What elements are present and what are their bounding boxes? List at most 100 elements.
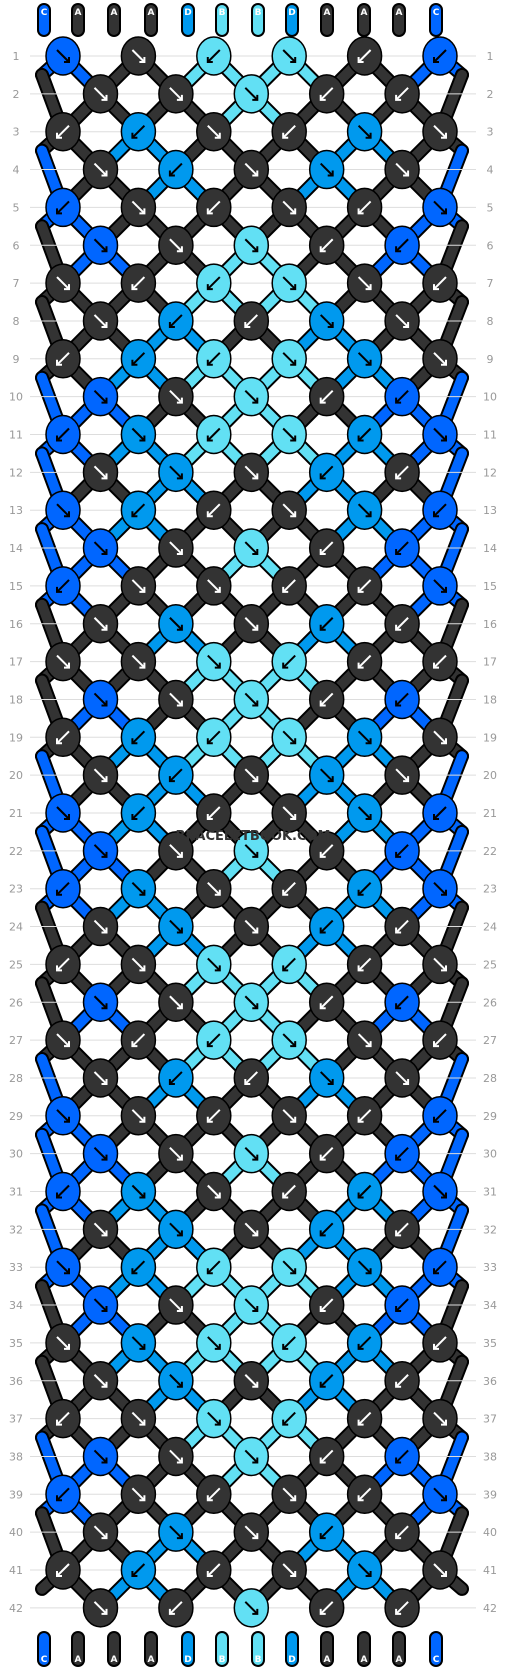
knot: [422, 490, 458, 530]
row-number-right: 19: [483, 731, 497, 744]
knot: [346, 793, 383, 833]
arrow-down-left-icon: [357, 427, 372, 442]
knot: [196, 1323, 232, 1363]
arrow-down-left-icon: [357, 881, 372, 896]
knot: [233, 149, 270, 190]
arrow-down-left-icon: [206, 730, 221, 745]
arrow-down-right-icon: [433, 124, 447, 139]
arrow-down-left-icon: [282, 1336, 296, 1350]
arrow-down-right-icon: [282, 503, 297, 518]
arrow-down-right-icon: [433, 730, 447, 745]
arrow-down-right-icon: [244, 1525, 259, 1540]
knot: [45, 339, 81, 379]
bottom-string-label: A: [324, 1655, 331, 1665]
arrow-down-right-icon: [169, 692, 183, 707]
row-number-right: 5: [487, 201, 494, 214]
top-string-label: D: [184, 8, 191, 18]
knot: [45, 1171, 81, 1212]
arrow-down-right-icon: [169, 844, 183, 858]
arrow-down-left-icon: [206, 1260, 221, 1275]
arrow-down-right-icon: [207, 124, 221, 139]
knot: [308, 679, 345, 720]
arrow-down-left-icon: [56, 200, 70, 215]
knot: [82, 1361, 119, 1401]
arrow-down-right-icon: [244, 87, 259, 101]
arrow-down-right-icon: [93, 162, 108, 177]
knot: [308, 906, 345, 947]
arrow-down-left-icon: [206, 49, 221, 63]
arrow-down-right-icon: [169, 238, 183, 253]
arrow-down-right-icon: [207, 957, 221, 972]
arrow-down-right-icon: [319, 768, 334, 783]
arrow-down-right-icon: [131, 1336, 146, 1350]
row-number-right: 11: [483, 429, 497, 442]
knot: [308, 604, 345, 644]
arrow-down-left-icon: [357, 654, 372, 669]
arrow-down-right-icon: [319, 314, 334, 328]
arrow-down-left-icon: [395, 844, 409, 858]
arrow-down-left-icon: [56, 957, 70, 972]
row-number-left: 22: [9, 845, 23, 858]
arrow-down-left-icon: [319, 844, 334, 858]
knot: [384, 679, 420, 720]
row-number-left: 23: [9, 883, 23, 896]
knot: [196, 111, 232, 152]
arrow-down-right-icon: [93, 238, 108, 253]
knot: [233, 376, 270, 417]
arrow-down-left-icon: [357, 1184, 372, 1199]
knot: [233, 74, 270, 114]
knot: [196, 36, 232, 76]
knot: [120, 414, 157, 455]
row-number-right: 4: [487, 164, 494, 177]
knot: [384, 74, 420, 114]
knot: [346, 1171, 383, 1212]
row-number-left: 32: [9, 1223, 23, 1236]
row-number-left: 20: [9, 769, 23, 782]
arrow-down-right-icon: [282, 427, 297, 442]
arrow-down-right-icon: [282, 1487, 297, 1502]
knot: [422, 717, 458, 758]
knot: [158, 1361, 194, 1401]
knot: [158, 831, 194, 871]
knot: [422, 1398, 458, 1439]
bottom-string-label: D: [288, 1655, 295, 1665]
arrow-down-left-icon: [56, 124, 70, 139]
row-number-right: 32: [483, 1223, 497, 1236]
knot: [422, 1020, 458, 1060]
knot: [196, 187, 232, 228]
knot: [233, 755, 270, 795]
knot: [271, 944, 307, 985]
arrow-down-left-icon: [319, 1222, 334, 1237]
knot: [271, 1020, 307, 1060]
row-number-left: 17: [9, 656, 23, 669]
knot: [45, 1020, 81, 1060]
arrow-down-left-icon: [206, 1033, 221, 1048]
knot: [271, 641, 307, 682]
top-string-label: C: [433, 8, 440, 18]
arrow-down-right-icon: [207, 579, 221, 593]
knot: [271, 187, 307, 228]
arrow-down-left-icon: [433, 1109, 447, 1123]
arrow-down-right-icon: [433, 427, 447, 442]
row-number-right: 2: [487, 88, 494, 101]
arrow-down-left-icon: [395, 389, 409, 404]
arrow-down-right-icon: [93, 1298, 108, 1313]
bottom-string-label: B: [219, 1655, 226, 1665]
knot: [45, 187, 81, 228]
arrow-down-left-icon: [56, 1411, 70, 1426]
knot: [82, 982, 119, 1022]
row-number-left: 19: [9, 731, 23, 744]
arrow-down-right-icon: [93, 1071, 108, 1085]
arrow-down-left-icon: [357, 1336, 372, 1350]
bottom-string-label: D: [184, 1655, 191, 1665]
knot: [120, 263, 157, 303]
knot: [82, 74, 119, 114]
knot: [422, 1474, 458, 1515]
arrow-down-right-icon: [357, 276, 372, 291]
arrow-down-right-icon: [282, 276, 297, 291]
arrow-down-left-icon: [395, 1374, 409, 1388]
knot: [308, 528, 345, 568]
knot: [422, 1171, 458, 1212]
knot: [233, 1209, 270, 1250]
row-number-right: 7: [487, 277, 494, 290]
